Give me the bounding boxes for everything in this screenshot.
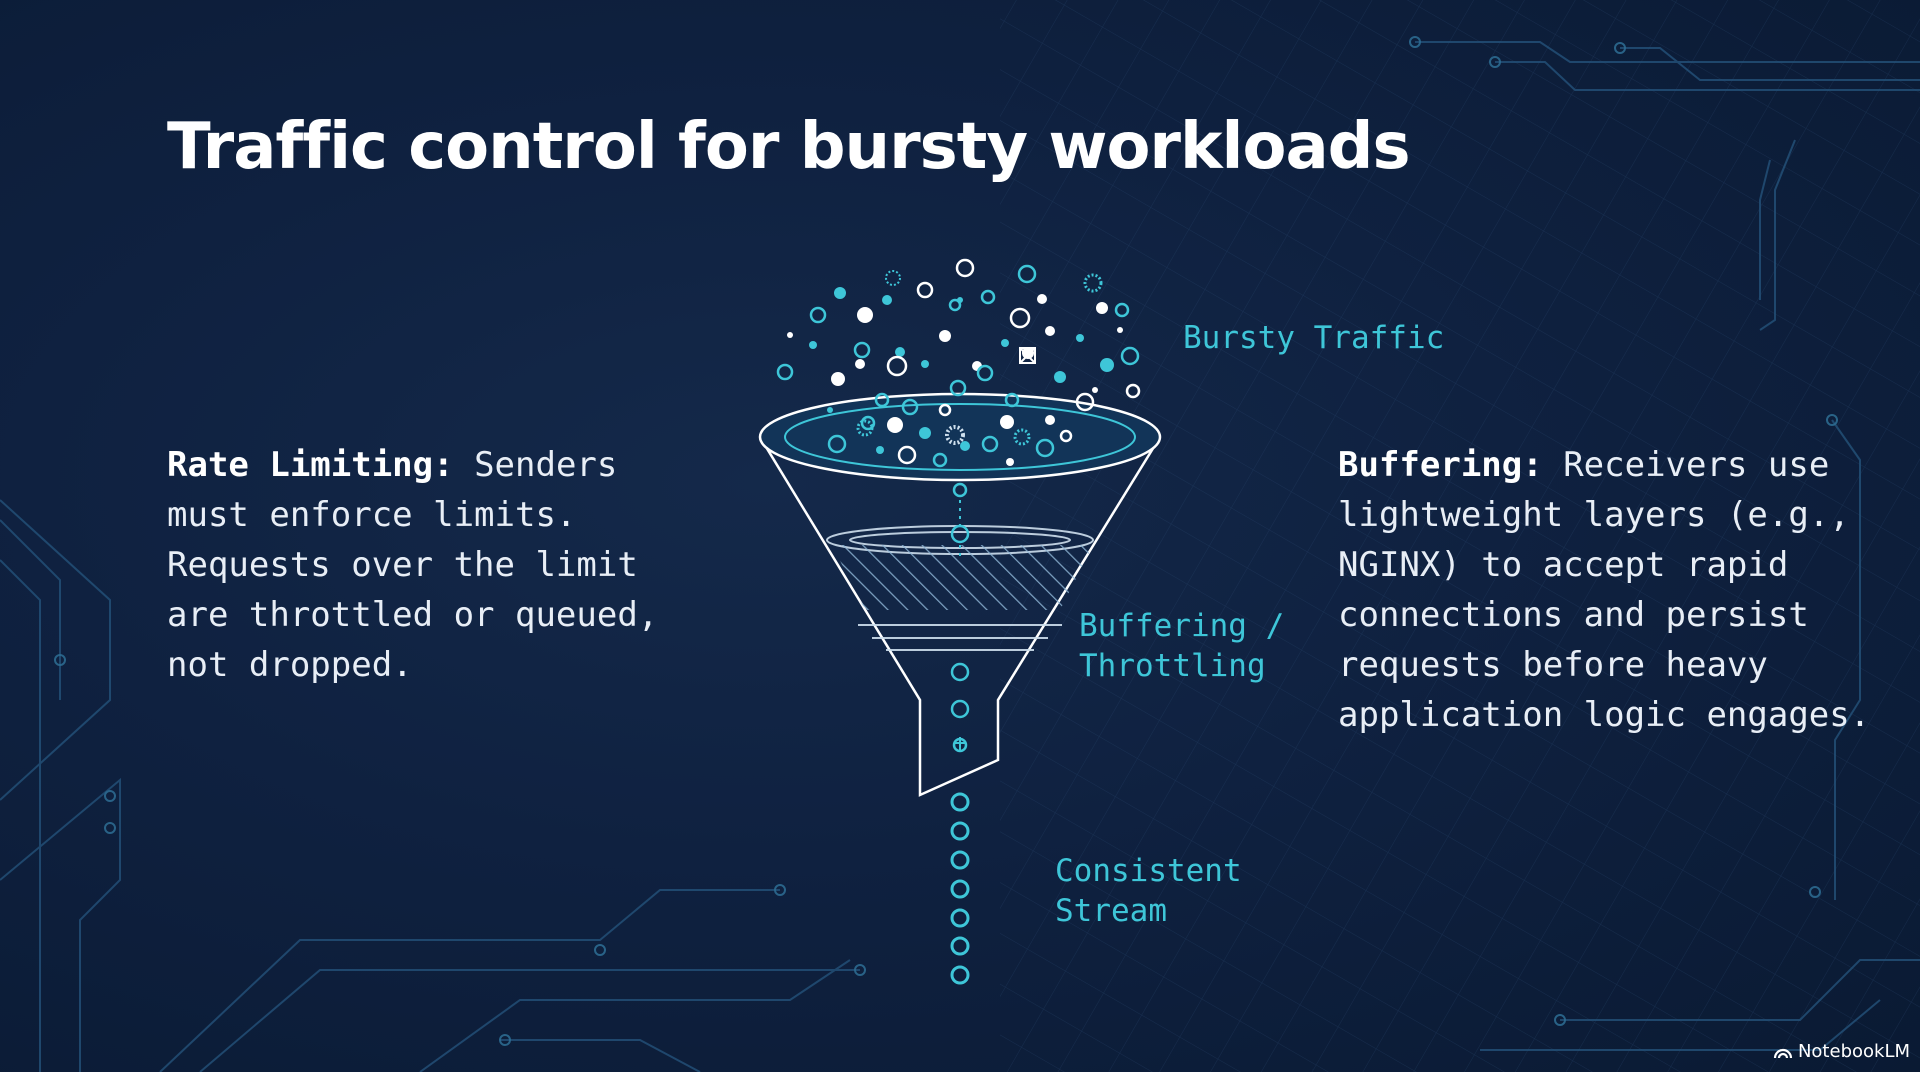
label-buffering-throttling: Buffering / Throttling — [1079, 606, 1309, 686]
rate-limiting-paragraph: Rate Limiting: Senders must enforce limi… — [167, 440, 687, 690]
rate-limiting-label: Rate Limiting: — [167, 445, 454, 485]
funnel-rim — [760, 394, 1160, 480]
notebooklm-brand: NotebookLM — [1773, 1041, 1910, 1062]
label-consistent-stream: Consistent Stream — [1055, 851, 1275, 931]
buffering-paragraph: Buffering: Receivers use lightweight lay… — [1338, 440, 1898, 740]
buffering-text: Receivers use lightweight layers (e.g., … — [1338, 445, 1870, 735]
notebooklm-logo-icon — [1773, 1044, 1793, 1060]
buffering-label: Buffering: — [1338, 445, 1543, 485]
label-bursty-traffic: Bursty Traffic — [1183, 318, 1444, 358]
brand-name: NotebookLM — [1798, 1041, 1910, 1062]
